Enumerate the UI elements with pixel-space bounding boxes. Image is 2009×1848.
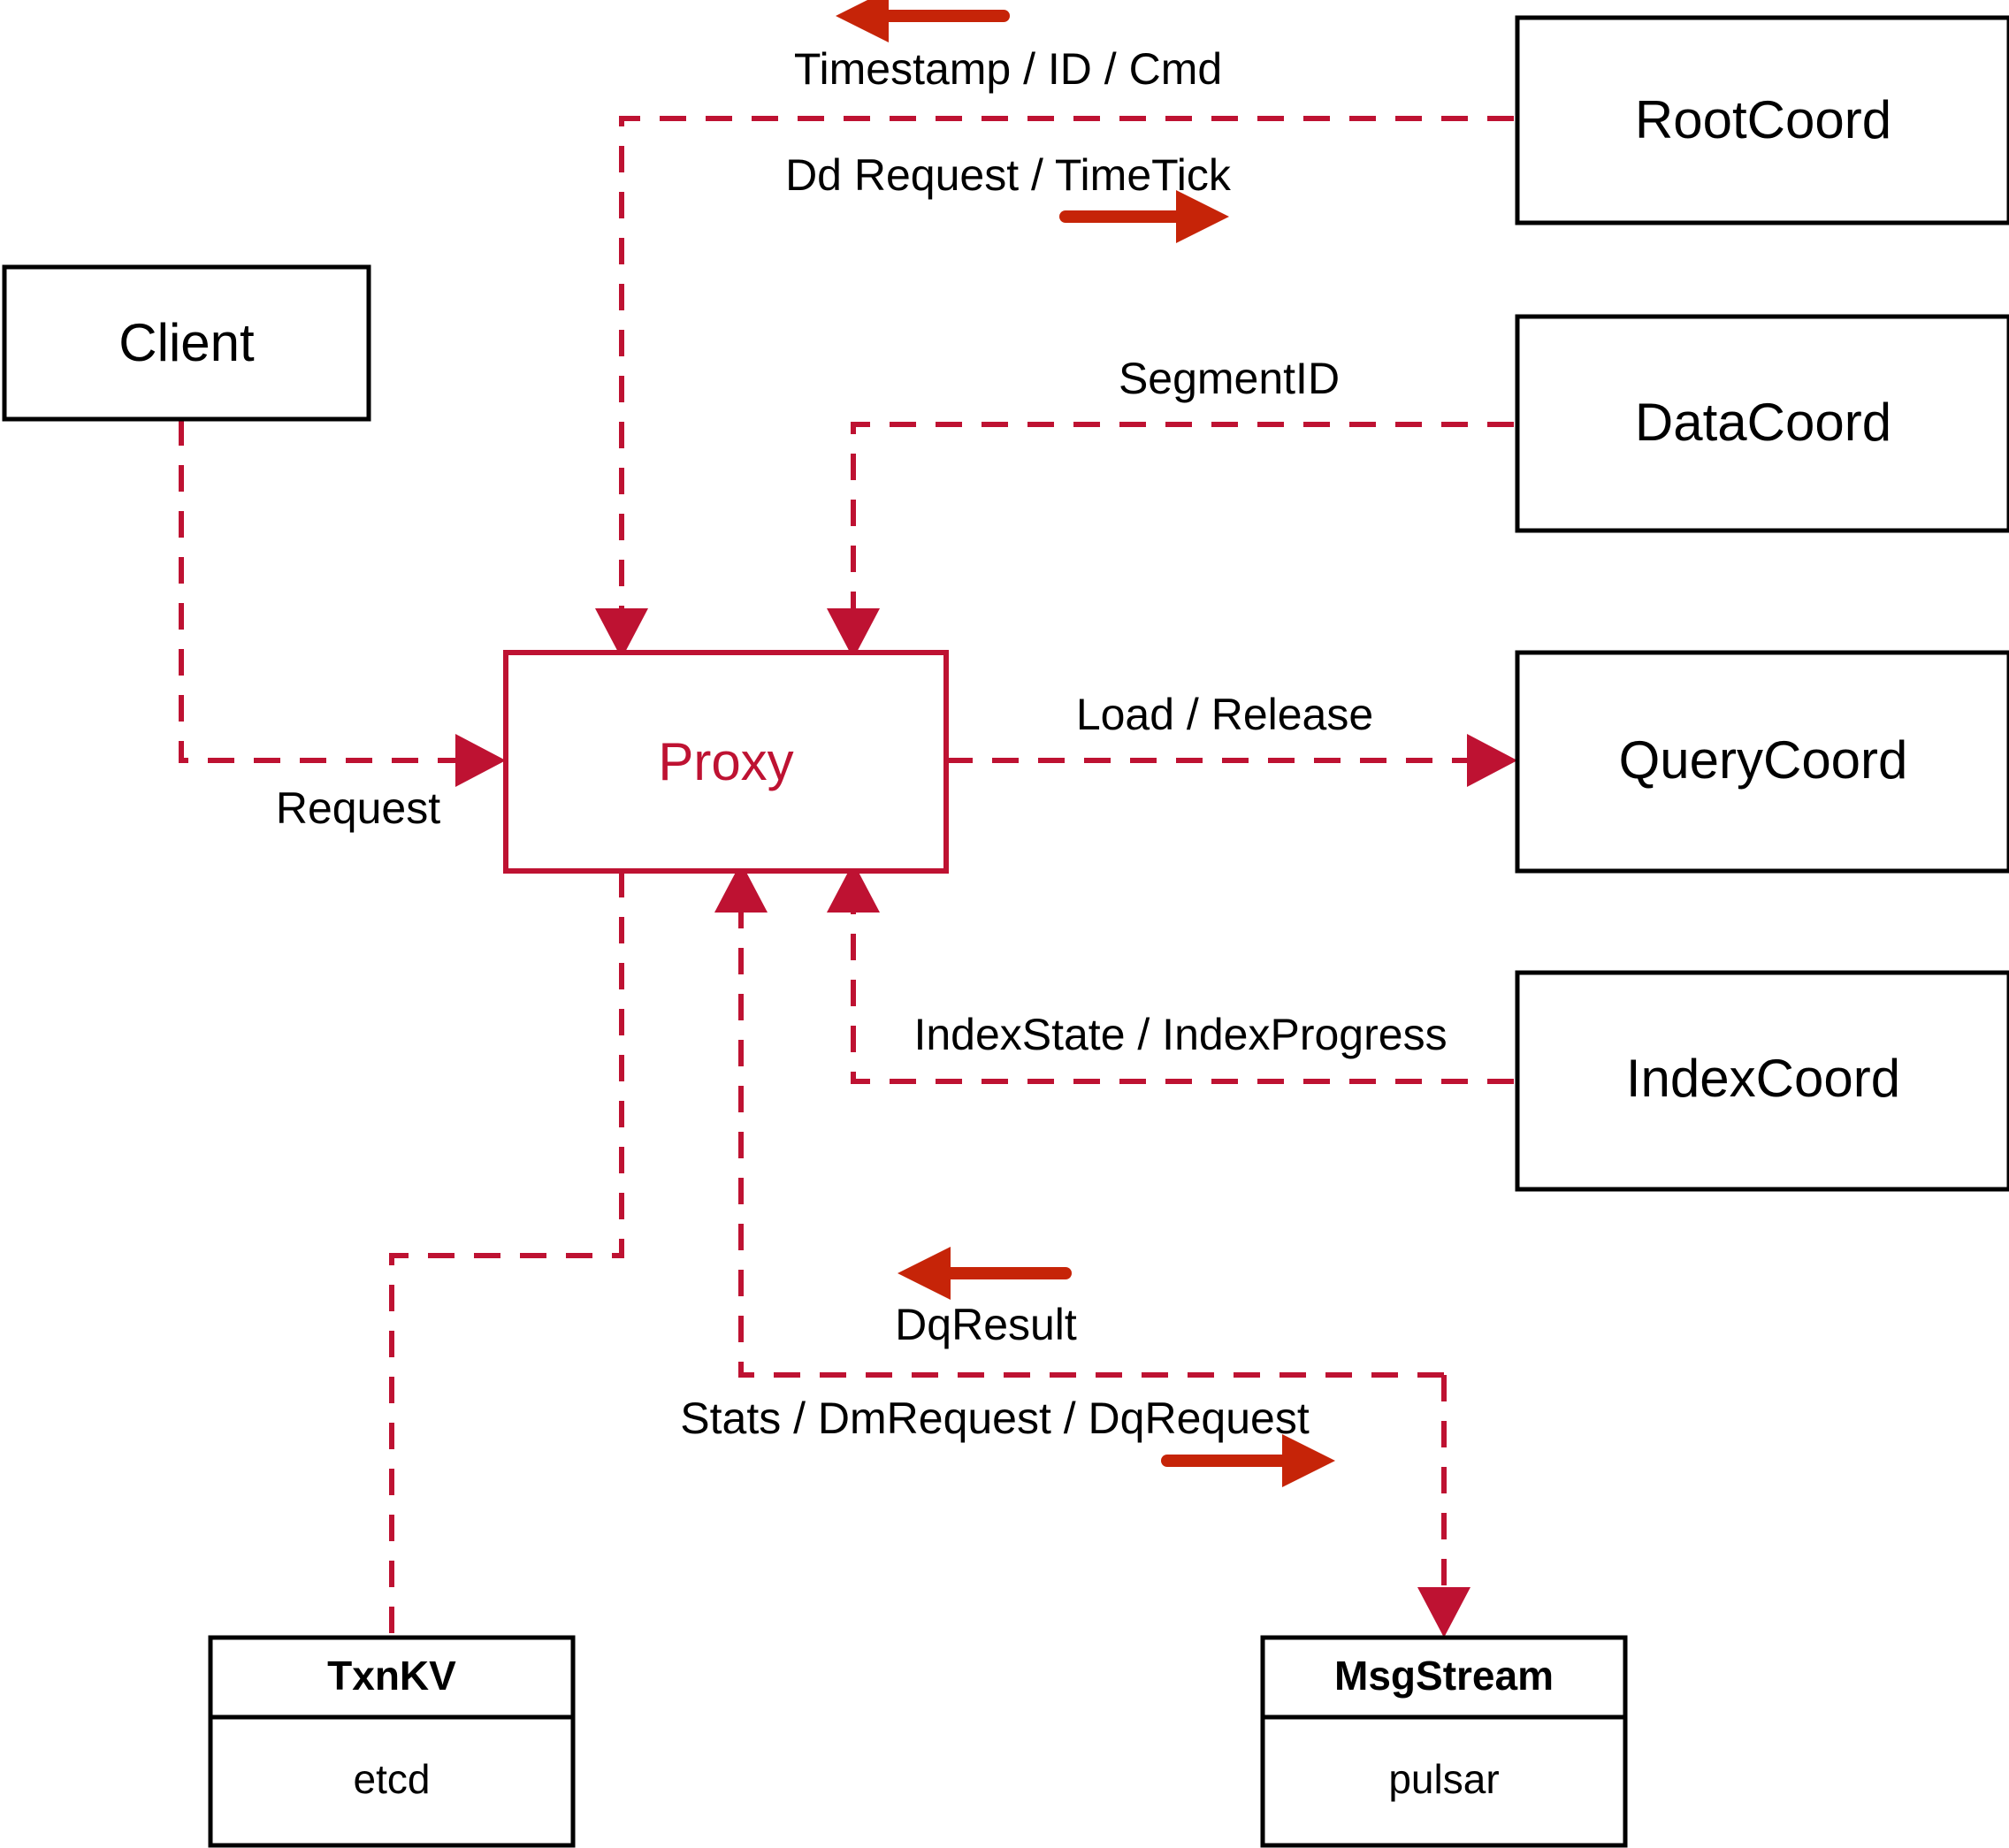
arrowhead-into-proxy-top-left [595,608,648,659]
edge-label-timestamp-id-cmd: Timestamp / ID / Cmd [794,44,1222,94]
direction-arrow-dqrequest-right [1161,1434,1335,1487]
edge-stats-dmrequest-dqrequest [1417,1375,1470,1638]
edge-proxy-txnkv [389,871,624,1638]
node-msgstream-impl: pulsar [1388,1756,1499,1802]
node-indexcoord[interactable]: IndexCoord [1515,970,2009,1192]
direction-arrow-ddrequest-right [1059,190,1229,243]
node-proxy[interactable]: Proxy [503,650,949,874]
node-querycoord-label: QueryCoord [1619,730,1908,790]
node-rootcoord[interactable]: RootCoord [1515,15,2009,225]
node-msgstream-title: MsgStream [1334,1653,1554,1699]
node-rootcoord-label: RootCoord [1635,90,1891,149]
edge-label-segmentid: SegmentID [1119,354,1340,403]
arrowhead-into-proxy-left [455,734,506,787]
edge-label-indexstate-indexprogress: IndexState / IndexProgress [913,1010,1447,1059]
node-indexcoord-label: IndexCoord [1626,1049,1900,1108]
edge-segmentid [827,422,1514,659]
edge-request [179,419,506,787]
edge-label-dqresult: DqResult [895,1300,1077,1349]
node-querycoord[interactable]: QueryCoord [1515,650,2009,874]
node-datacoord[interactable]: DataCoord [1515,314,2009,533]
node-txnkv[interactable]: TxnKV etcd [208,1635,576,1848]
node-client-label: Client [118,313,255,372]
edge-load-release [946,734,1517,787]
edge-timestamp-id-cmd [595,116,1514,659]
node-datacoord-label: DataCoord [1635,393,1891,452]
arrowhead-into-msgstream [1417,1587,1470,1638]
arrowhead-into-proxy-bottom-right [827,862,880,913]
arrowhead-into-proxy-bottom-left [714,862,768,913]
edge-label-stats-dmrequest-dqrequest: Stats / DmRequest / DqRequest [680,1394,1310,1443]
node-proxy-label: Proxy [658,732,793,791]
node-msgstream[interactable]: MsgStream pulsar [1260,1635,1628,1848]
edge-label-request: Request [276,783,440,833]
node-txnkv-impl: etcd [354,1756,431,1802]
node-txnkv-title: TxnKV [327,1653,456,1699]
edge-label-load-release: Load / Release [1076,690,1373,739]
edge-label-dd-request-timetick: Dd Request / TimeTick [785,150,1232,200]
edge-indexstate-indexprogress [827,862,1514,1084]
arrowhead-into-querycoord [1467,734,1517,787]
direction-arrow-timestamp-left [836,0,1010,42]
node-client[interactable]: Client [2,264,371,422]
arrowhead-into-proxy-top-right [827,608,880,659]
edge-dqresult [714,862,1444,1378]
direction-arrow-dqresult-left [898,1247,1072,1300]
